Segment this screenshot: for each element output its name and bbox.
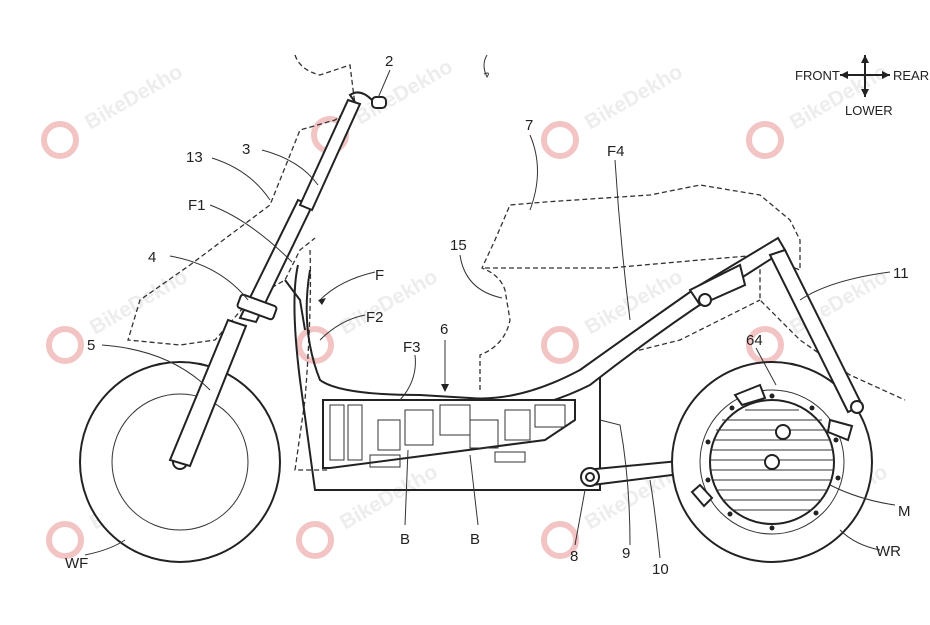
direction-indicator: FRONT REAR LOWER: [795, 55, 929, 118]
direction-rear: REAR: [893, 68, 929, 83]
battery-cell: [469, 419, 499, 449]
arrow-6-icon: [441, 384, 449, 392]
battery-cell: [369, 454, 401, 468]
battery-cell: [377, 419, 401, 451]
label-10: 10: [652, 561, 669, 578]
watermark-logo: [296, 521, 334, 559]
steering-assembly: [168, 91, 387, 468]
shock-lower-mount: [850, 400, 864, 414]
motor-mount: [826, 418, 854, 442]
label-F: F: [375, 267, 384, 284]
arrow-F-icon: [318, 298, 326, 305]
steering-clamp: [236, 293, 278, 321]
battery-cell: [347, 404, 363, 461]
frame-gusset: [284, 279, 306, 331]
direction-front: FRONT: [795, 68, 840, 83]
label-B-right: B: [470, 531, 480, 548]
motor-terminal: [775, 424, 791, 440]
watermark-text: BikeDekho: [581, 265, 687, 339]
battery-cell: [329, 404, 345, 461]
label-64: 64: [746, 332, 763, 349]
label-15: 15: [450, 237, 467, 254]
watermark-logo: [541, 121, 579, 159]
label-WR: WR: [876, 543, 901, 560]
label-B-left: B: [400, 531, 410, 548]
watermark-text: BikeDekho: [336, 460, 442, 534]
watermark-text: BikeDekho: [81, 60, 187, 134]
front-rim: [111, 393, 249, 531]
label-5: 5: [87, 337, 95, 354]
frame-bolt: [698, 293, 712, 307]
label-8: 8: [570, 548, 578, 565]
watermark-logo: [46, 521, 84, 559]
label-WF: WF: [65, 555, 88, 572]
label-6: 6: [440, 321, 448, 338]
watermark-logo: [746, 121, 784, 159]
arrow-right-icon: [882, 71, 890, 79]
rear-axle: [764, 454, 780, 470]
leg-shield-outline: [294, 249, 330, 471]
motor-mount: [690, 483, 714, 508]
label-F4: F4: [607, 143, 625, 160]
label-F3: F3: [403, 339, 421, 356]
front-fork: [168, 318, 248, 468]
direction-lower: LOWER: [845, 103, 893, 118]
rear-rim: [699, 389, 845, 535]
battery-cell: [534, 404, 566, 428]
label-4: 4: [148, 249, 156, 266]
label-9: 9: [622, 545, 630, 562]
reference-labels: 2 3 13 F1 4 5 WF 7 F4 15 F F2 6 F3 B B 1…: [65, 53, 911, 578]
steering-column: [298, 98, 362, 212]
arrow-down-icon: [861, 89, 869, 97]
watermark-text: BikeDekho: [336, 265, 442, 339]
label-3: 3: [242, 141, 250, 158]
section-arrow: [483, 54, 489, 78]
arrow-left-icon: [840, 71, 848, 79]
watermark-logo: [46, 326, 84, 364]
motor-mount: [733, 383, 767, 407]
watermark-logo: [41, 121, 79, 159]
label-2: 2: [385, 53, 393, 70]
watermark-logo: [296, 326, 334, 364]
label-M: M: [898, 503, 911, 520]
watermark-text: BikeDekho: [581, 60, 687, 134]
seat-outline: [479, 184, 906, 401]
pivot-bolt: [585, 472, 595, 482]
handle-grip: [371, 96, 387, 109]
label-F1: F1: [188, 197, 206, 214]
label-13: 13: [186, 149, 203, 166]
label-11: 11: [893, 265, 909, 282]
label-F2: F2: [366, 309, 384, 326]
battery-case: [322, 399, 576, 469]
watermark-logo: [746, 326, 784, 364]
battery-pack: [322, 399, 576, 469]
seat-base-outline: [485, 254, 761, 269]
floor-frame: [305, 269, 471, 399]
battery-cell: [404, 409, 434, 446]
leader-lines: [84, 69, 896, 559]
arrow-up-icon: [861, 55, 869, 63]
battery-cell: [504, 409, 531, 441]
label-7: 7: [525, 117, 533, 134]
watermark-text: BikeDekho: [351, 55, 457, 129]
down-tube: [293, 264, 601, 491]
rear-shock: [768, 248, 864, 414]
battery-cell: [494, 451, 526, 463]
watermark-logo: [541, 326, 579, 364]
motor-bolts: [705, 393, 841, 531]
rear-wheel: [671, 361, 873, 563]
